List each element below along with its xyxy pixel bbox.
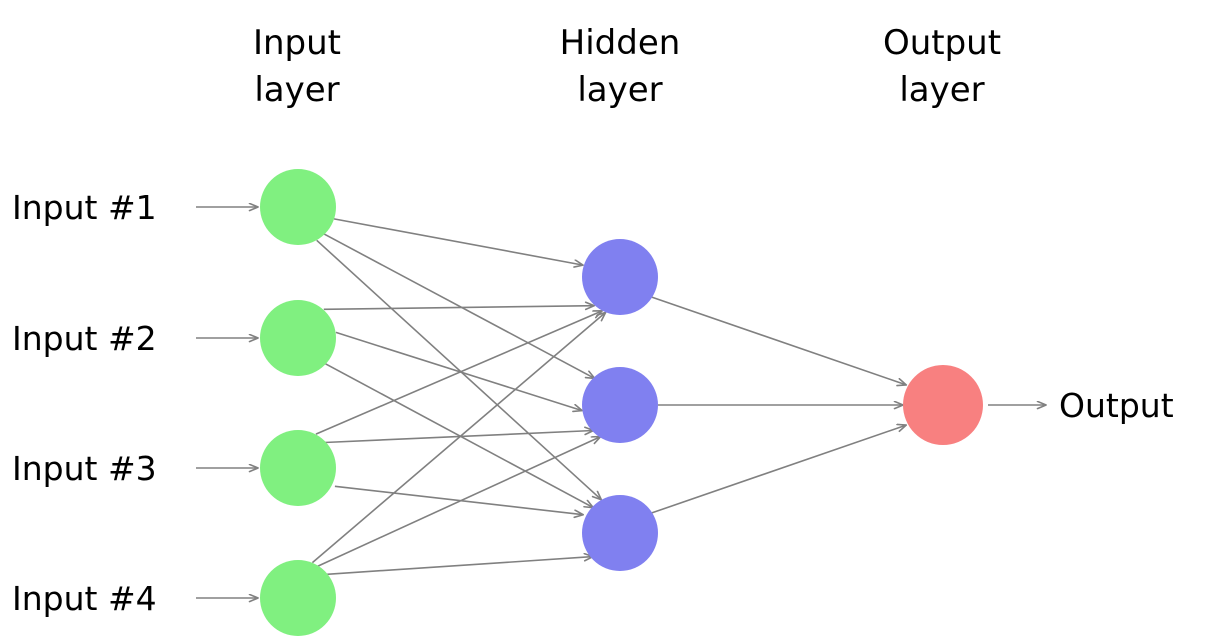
layer-title-hidden: Hidden layer <box>559 23 681 110</box>
edge-in1-h2 <box>322 232 594 379</box>
edge-in3-h3 <box>334 485 583 514</box>
edge-in4-h3 <box>324 557 593 576</box>
node-hidden-1[interactable] <box>582 239 658 315</box>
node-hidden-3[interactable] <box>582 495 658 571</box>
output-label: Output <box>1059 386 1174 425</box>
network-nodes <box>260 169 983 636</box>
node-input-2[interactable] <box>260 300 336 376</box>
node-hidden-2[interactable] <box>582 367 658 443</box>
edge-in2-h3 <box>324 362 593 507</box>
edge-in2-h2 <box>335 331 582 410</box>
input-label-3: Input #3 <box>12 449 157 488</box>
edge-in4-h1 <box>311 312 605 564</box>
edge-in2-h1 <box>323 306 594 310</box>
edges-external <box>196 207 1046 598</box>
node-input-4[interactable] <box>260 560 336 636</box>
layer-title-input: Input layer <box>252 23 342 110</box>
edge-in3-h1 <box>315 311 602 435</box>
edges-input-to-hidden <box>311 218 605 576</box>
layer-title-output: Output layer <box>882 23 1002 110</box>
edge-h1-out <box>651 296 906 385</box>
input-label-1: Input #1 <box>12 188 157 227</box>
node-input-1[interactable] <box>260 169 336 245</box>
edge-in4-h2 <box>317 437 600 568</box>
input-label-4: Input #4 <box>12 579 157 618</box>
node-output-1[interactable] <box>903 365 983 445</box>
edges-hidden-to-output <box>651 296 906 514</box>
input-label-2: Input #2 <box>12 319 157 358</box>
edge-in1-h1 <box>333 218 583 265</box>
node-input-3[interactable] <box>260 430 336 506</box>
edge-h3-out <box>651 425 906 514</box>
edge-in1-h3 <box>316 239 602 499</box>
